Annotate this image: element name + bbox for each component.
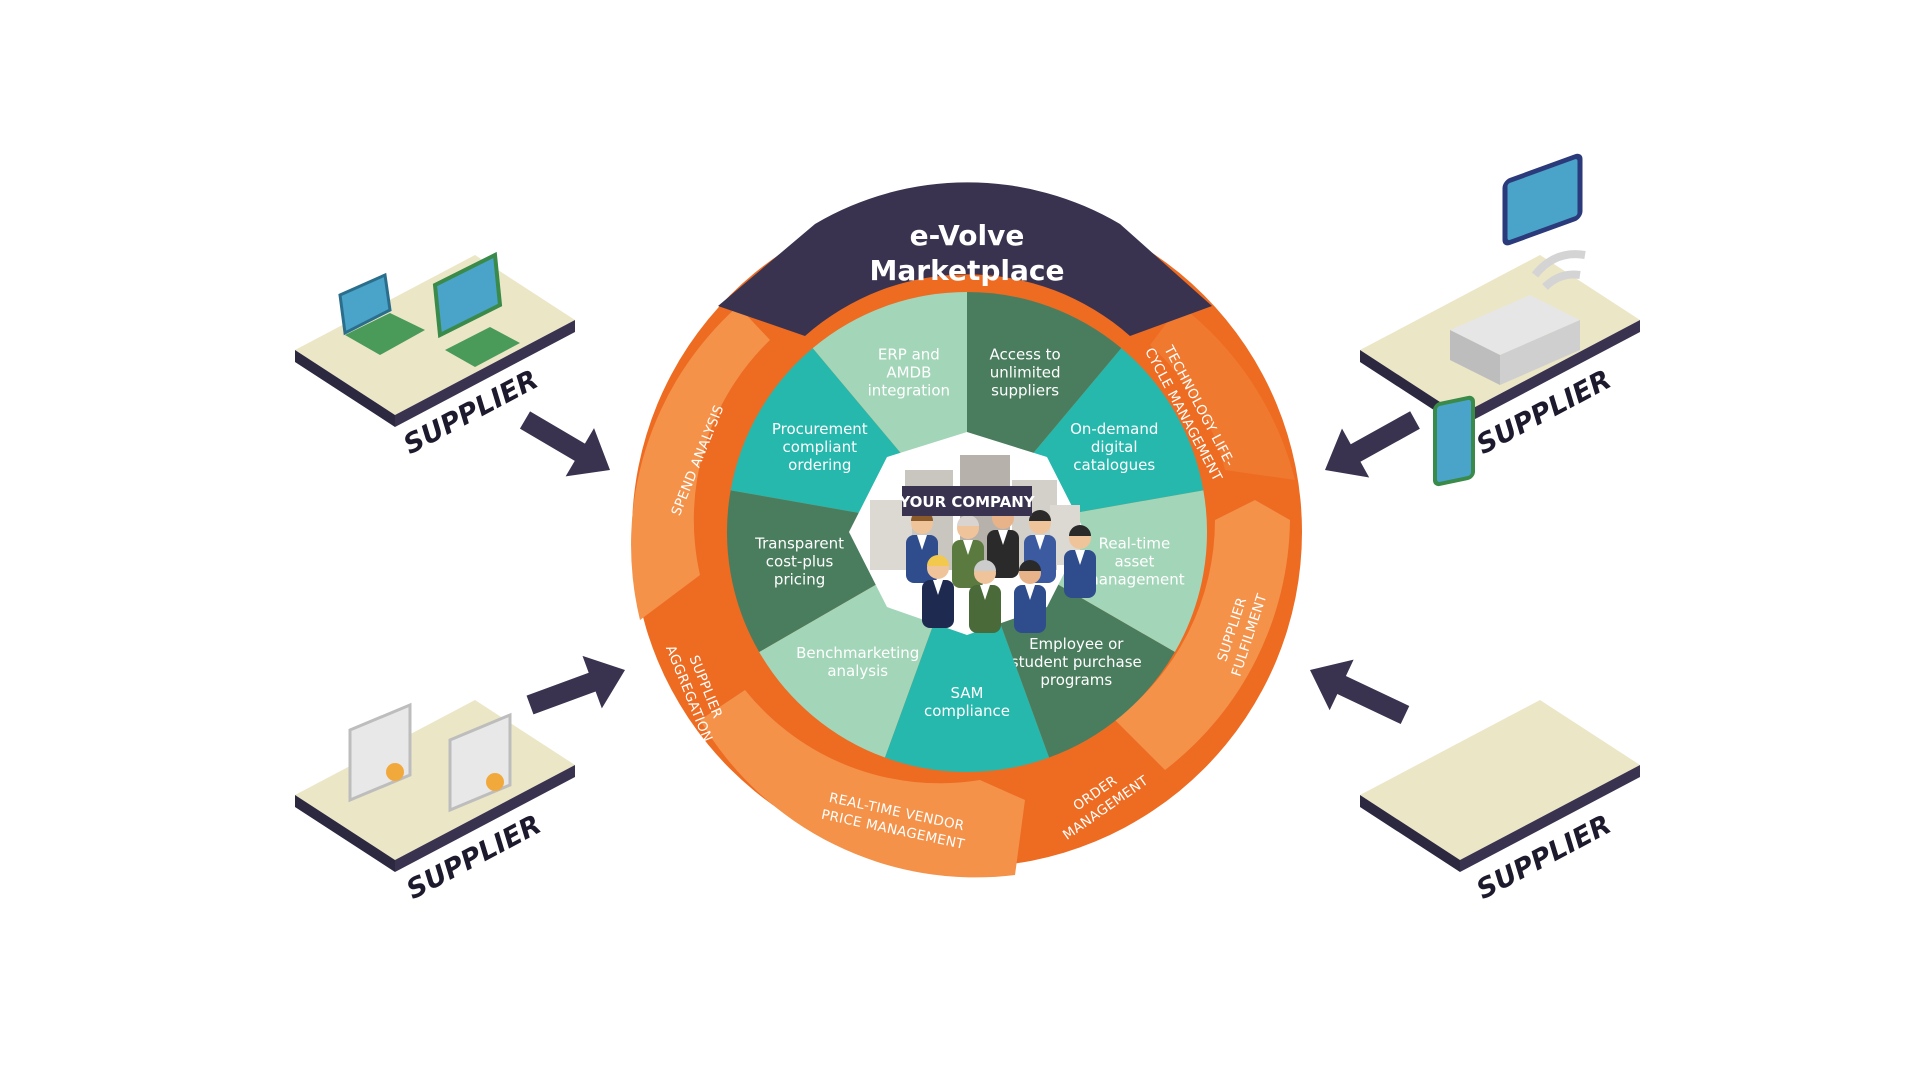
feature-label: On-demand bbox=[1070, 420, 1158, 438]
feature-label: asset bbox=[1114, 553, 1154, 571]
router-wifi-icon bbox=[1450, 250, 1586, 385]
supplier-platform bbox=[1360, 700, 1640, 860]
feature-segment bbox=[884, 621, 1050, 772]
ring-band-supplier-fulfilment bbox=[1115, 500, 1290, 770]
feature-label: programs bbox=[1040, 671, 1112, 689]
center-label-box bbox=[902, 486, 1032, 516]
feature-label: Access to bbox=[990, 345, 1061, 363]
company-hub: YOUR COMPANY bbox=[849, 432, 1096, 635]
person-figure bbox=[1064, 525, 1096, 598]
supplier-card: SUPPLIER bbox=[295, 700, 575, 906]
feature-segment bbox=[812, 292, 967, 460]
ring-band-technology bbox=[1150, 305, 1295, 480]
feature-label: suppliers bbox=[991, 381, 1059, 399]
title-line-2: Marketplace bbox=[870, 254, 1065, 287]
feature-label: Benchmarketing bbox=[796, 644, 919, 662]
feature-label: SAM bbox=[950, 684, 983, 702]
feature-segment bbox=[1028, 348, 1204, 516]
arrow-icon bbox=[519, 411, 611, 477]
team-illustration bbox=[906, 505, 1096, 633]
ring-band-price-management bbox=[700, 690, 1025, 878]
person-figure bbox=[922, 555, 954, 628]
feature-label: catalogues bbox=[1073, 456, 1155, 474]
feature-label: analysis bbox=[827, 662, 888, 680]
laptop-desktop-icon bbox=[338, 251, 520, 367]
feature-label: Transparent bbox=[754, 535, 844, 553]
feature-segment bbox=[730, 348, 906, 516]
feature-label: management bbox=[1084, 571, 1185, 589]
person-figure bbox=[1014, 560, 1046, 633]
feature-label: compliance bbox=[924, 702, 1010, 720]
feature-label: integration bbox=[868, 381, 950, 399]
feature-label: unlimited bbox=[990, 363, 1061, 381]
arrow-icon bbox=[1325, 411, 1420, 478]
ring-band-spend-analysis bbox=[631, 306, 770, 620]
feature-label: cost-plus bbox=[766, 553, 834, 571]
feature-label: pricing bbox=[774, 571, 825, 589]
feature-label: compliant bbox=[783, 438, 858, 456]
supplier-platform bbox=[295, 255, 575, 415]
certificate-icon bbox=[348, 702, 512, 813]
arrow-icon bbox=[526, 655, 626, 715]
title-line-1: e-Volve bbox=[910, 219, 1025, 252]
feature-label: ERP and bbox=[878, 345, 940, 363]
feature-segment bbox=[759, 579, 935, 758]
feature-label: Real-time bbox=[1099, 535, 1171, 553]
header-band bbox=[718, 182, 1212, 336]
feature-label: Employee or bbox=[1029, 635, 1124, 653]
arrow-icon bbox=[1309, 659, 1410, 725]
supplier-arrows bbox=[519, 411, 1420, 725]
feature-label: ordering bbox=[788, 456, 851, 474]
feature-segment bbox=[967, 292, 1122, 460]
feature-label: AMDB bbox=[886, 363, 931, 381]
feature-label: student purchase bbox=[1011, 653, 1142, 671]
phone-tablet-icon bbox=[1433, 153, 1583, 487]
supplier-card: SUPPLIER bbox=[1360, 153, 1640, 906]
person-figure bbox=[969, 560, 1001, 633]
feature-label: digital bbox=[1091, 438, 1138, 456]
center-label: YOUR COMPANY bbox=[898, 493, 1035, 511]
feature-label: Procurement bbox=[772, 420, 868, 438]
feature-segment bbox=[727, 490, 885, 652]
